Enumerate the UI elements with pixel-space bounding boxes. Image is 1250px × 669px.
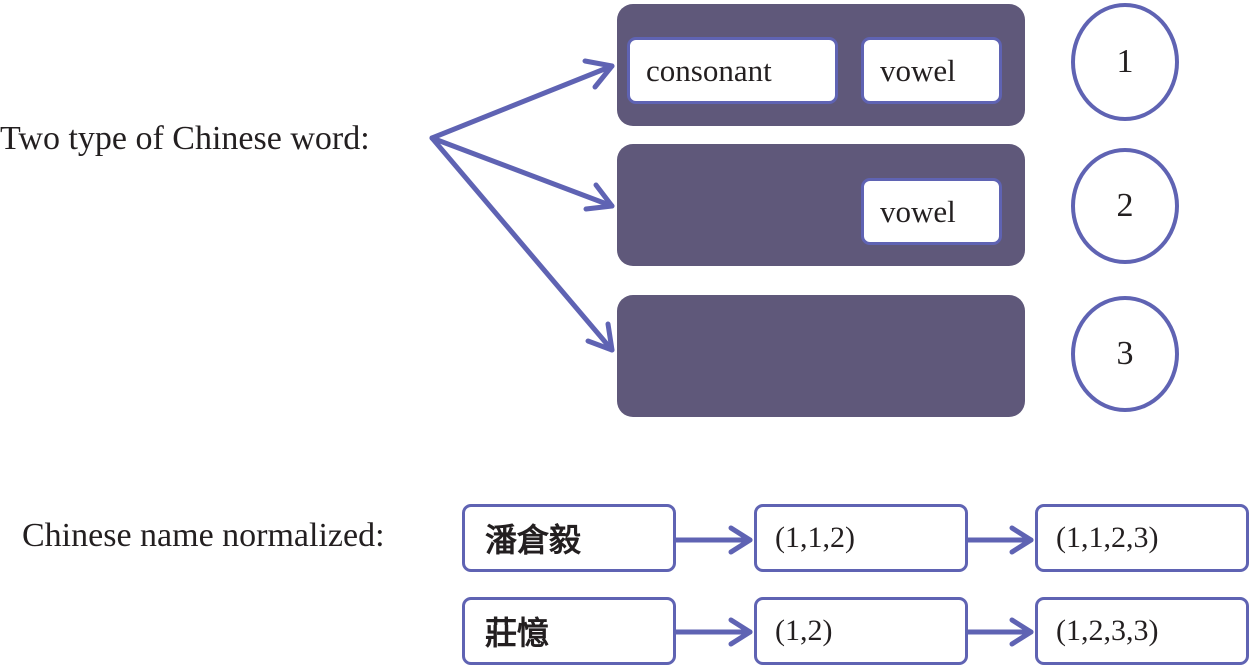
arrow-to-type-3 xyxy=(429,135,615,353)
normalization-label: Chinese name normalized: xyxy=(22,517,385,554)
type-1-vowel-part: vowel xyxy=(861,37,1002,104)
arrow-head-type-2 xyxy=(583,182,615,212)
type-1-box: consonant vowel xyxy=(617,4,1025,126)
arrow-head-row-1-b xyxy=(1009,525,1034,555)
name-1-step-1-box: (1,1,2) xyxy=(754,504,968,572)
type-2-number-circle: 2 xyxy=(1071,148,1179,264)
arrow-head-row-2-a xyxy=(728,617,753,647)
type-2-vowel-part: vowel xyxy=(861,178,1002,245)
type-3-box xyxy=(617,295,1025,417)
arrow-to-type-2 xyxy=(429,135,615,209)
arrow-head-row-1-a xyxy=(728,525,753,555)
arrow-head-type-3 xyxy=(585,321,615,353)
type-1-number-circle: 1 xyxy=(1071,3,1179,121)
arrow-head-type-1 xyxy=(582,58,615,90)
arrow-head-row-2-b xyxy=(1009,617,1034,647)
arrow-to-type-1 xyxy=(429,63,615,141)
name-2-step-1-box: (1,2) xyxy=(754,597,968,665)
name-2-step-2-box: (1,2,3,3) xyxy=(1035,597,1249,665)
type-3-number-circle: 3 xyxy=(1071,296,1179,412)
type-2-box: vowel xyxy=(617,144,1025,266)
name-2-box: 莊憶 xyxy=(462,597,676,665)
word-types-label: Two type of Chinese word: xyxy=(0,120,370,157)
name-1-box: 潘倉毅 xyxy=(462,504,676,572)
type-1-consonant-part: consonant xyxy=(627,37,838,104)
name-1-step-2-box: (1,1,2,3) xyxy=(1035,504,1249,572)
